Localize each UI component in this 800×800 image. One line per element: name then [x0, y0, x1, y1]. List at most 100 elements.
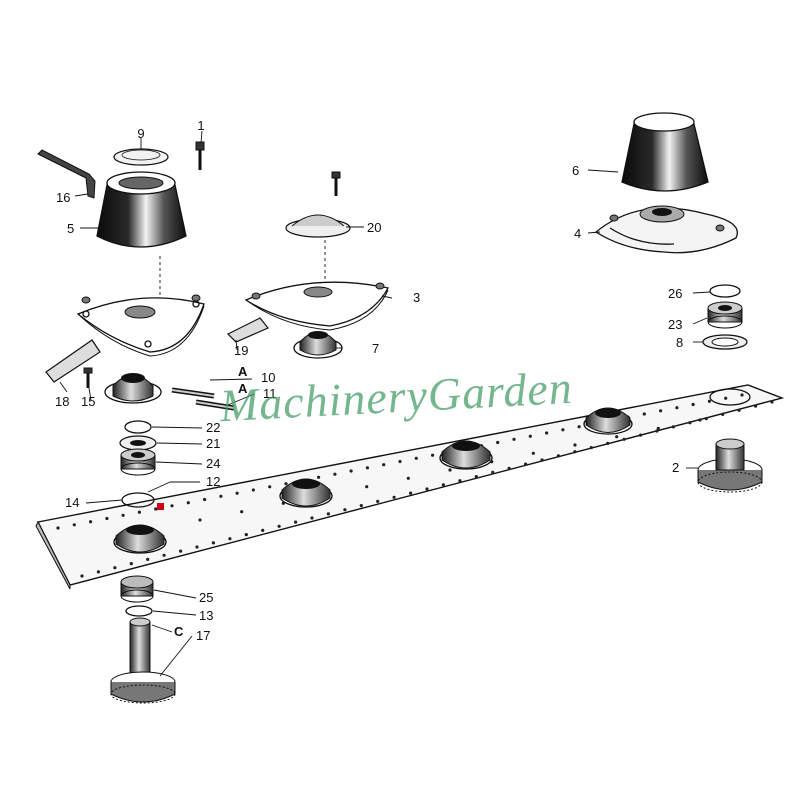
rivet-hole — [770, 400, 774, 404]
rivet-hole — [146, 557, 150, 562]
callout-19: 19 — [234, 343, 248, 358]
cutter-bar-rivets — [56, 393, 774, 578]
rivet-hole — [642, 412, 646, 416]
rivet-hole — [72, 523, 76, 527]
bearing-25 — [120, 575, 154, 603]
rivet-hole — [294, 520, 298, 524]
cutter-bar — [35, 384, 785, 590]
rivet-hole — [577, 425, 581, 429]
callout-7: 7 — [372, 341, 379, 356]
rivet-hole — [448, 468, 452, 472]
rivet-hole — [392, 495, 396, 499]
disc-cup-6 — [621, 112, 709, 192]
rivet-hole — [365, 466, 369, 470]
rivet-hole — [528, 434, 532, 438]
cutter-bar-opening — [709, 388, 751, 406]
cutter-bar-boss — [113, 524, 167, 554]
knife-blade-18 — [45, 339, 101, 383]
callout-22: 22 — [206, 420, 220, 435]
rivet-hole — [691, 402, 695, 407]
rivet-hole — [675, 406, 679, 410]
callout-16: 16 — [56, 190, 70, 205]
rivet-hole — [179, 549, 183, 553]
rivet-hole — [121, 513, 125, 517]
rivet-hole — [310, 516, 314, 520]
rivet-hole — [261, 528, 265, 533]
rivet-hole — [655, 429, 659, 433]
rivet-hole — [441, 483, 445, 487]
rivet-hole — [137, 510, 141, 514]
rivet-hole — [235, 491, 239, 495]
marker — [157, 503, 164, 510]
callout-17: 17 — [196, 628, 210, 643]
rivet-hole — [333, 472, 337, 476]
callout-6: 6 — [572, 163, 579, 178]
rivet-hole — [409, 491, 413, 495]
rivet-hole — [737, 408, 741, 412]
rivet-hole — [659, 409, 663, 413]
rivet-hole — [170, 504, 174, 508]
rivet-hole — [606, 441, 610, 445]
rivet-hole — [622, 437, 626, 441]
cutting-disc-3 — [244, 281, 389, 331]
callout-26: 26 — [668, 286, 682, 301]
rivet-hole — [211, 541, 215, 545]
rivet-hole — [80, 574, 84, 578]
rivet-hole — [704, 417, 708, 421]
rivet-hole — [615, 435, 619, 439]
rivet-hole — [724, 396, 728, 400]
ring-26 — [709, 284, 741, 298]
rivet-hole — [688, 421, 692, 425]
rivet-hole — [113, 566, 117, 570]
bearing-23 — [707, 301, 743, 329]
rivet-hole — [326, 512, 330, 516]
gear-shaft-17 — [110, 617, 176, 704]
bolt-20-top — [331, 171, 341, 196]
rivet-hole — [589, 446, 593, 450]
leader-lines — [59, 130, 711, 677]
rivet-hole — [96, 570, 100, 574]
bearing-24 — [120, 448, 156, 476]
washer-21 — [119, 435, 157, 451]
rivet-hole — [474, 475, 478, 479]
rivet-hole — [425, 487, 429, 491]
callout-10: 10 — [261, 370, 275, 385]
bolt-15 — [83, 367, 93, 388]
rivet-hole — [129, 562, 133, 566]
callout-25: 25 — [199, 590, 213, 605]
rivet-hole — [561, 428, 565, 432]
rivet-hole — [721, 412, 725, 416]
callout-5: 5 — [67, 221, 74, 236]
rivet-hole — [154, 507, 158, 511]
rivet-hole — [707, 399, 712, 403]
rivet-hole — [198, 518, 202, 522]
callout-3: 3 — [413, 290, 420, 305]
callout-15: 15 — [81, 394, 95, 409]
pin-11 — [171, 387, 235, 411]
callout-C: C — [174, 624, 184, 639]
rivet-hole — [105, 516, 109, 521]
disc-cup-5 — [96, 171, 187, 248]
rivet-hole — [382, 463, 386, 467]
rivet-hole — [317, 475, 321, 479]
rivet-hole — [284, 482, 288, 486]
callout-23: 23 — [668, 317, 682, 332]
rivet-hole — [186, 501, 190, 505]
rivet-hole — [698, 418, 702, 422]
callout-8: 8 — [676, 335, 683, 350]
rivet-hole — [228, 537, 232, 541]
rivet-hole — [406, 476, 410, 480]
callout-1: 1 — [197, 118, 204, 133]
rivet-hole — [195, 545, 199, 549]
rivet-hole — [89, 520, 93, 524]
callout-11: 11 — [263, 386, 277, 401]
rivet-hole — [754, 404, 758, 408]
rivet-hole — [162, 553, 166, 557]
rivet-hole — [671, 425, 676, 429]
hub-10 — [104, 373, 162, 404]
hub-7 — [293, 331, 343, 359]
callout-14: 14 — [65, 495, 79, 510]
callout-2: 2 — [672, 460, 679, 475]
washer-8 — [702, 334, 748, 350]
rivet-hole — [359, 504, 363, 508]
